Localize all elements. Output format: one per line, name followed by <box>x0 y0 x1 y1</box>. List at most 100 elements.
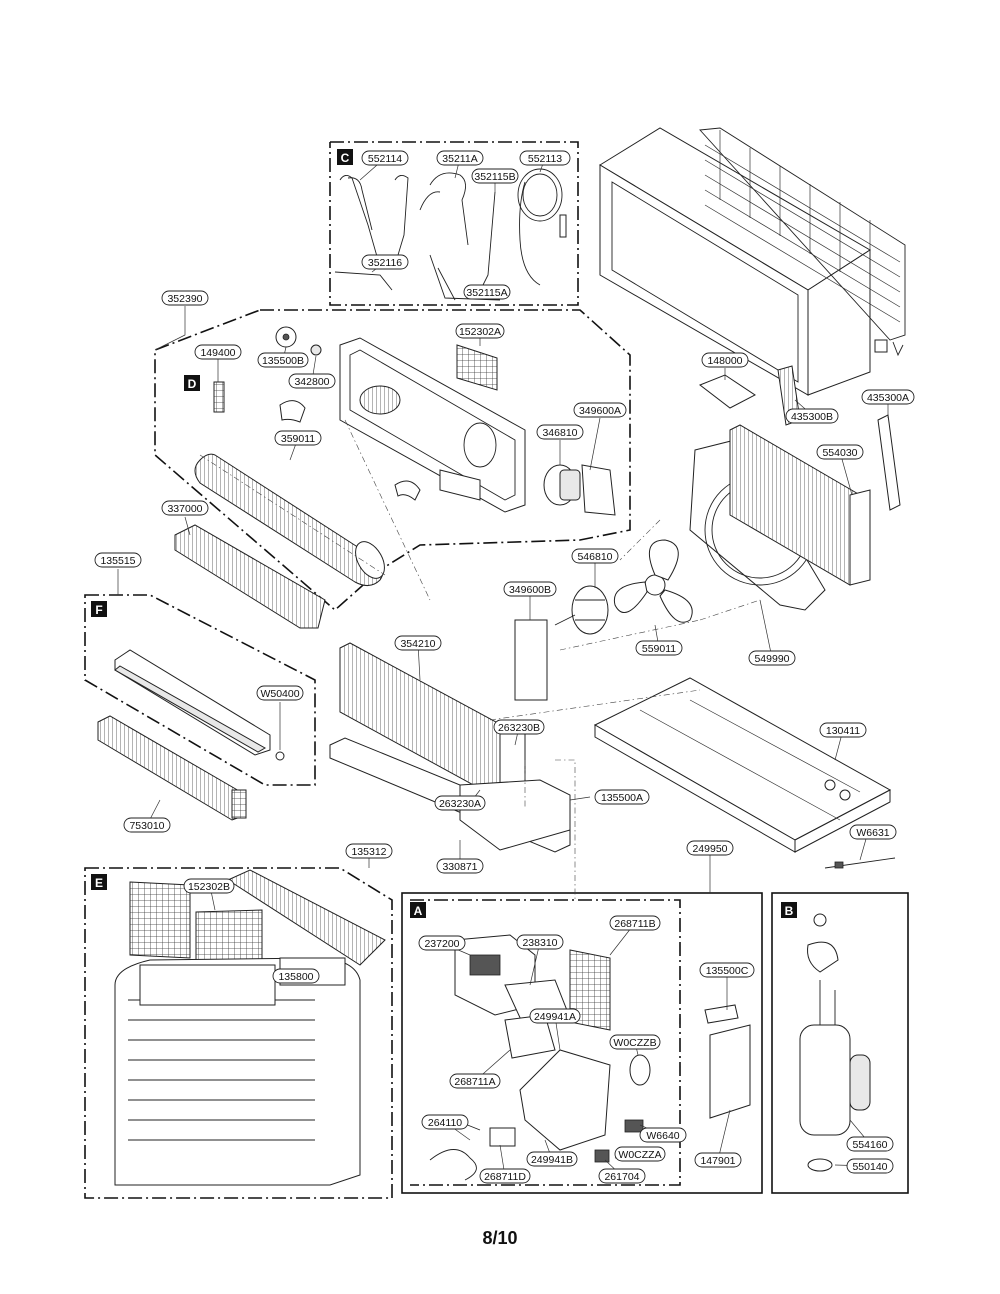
part-label-330871: 330871 <box>436 858 484 874</box>
part-label-342800: 342800 <box>288 373 336 389</box>
section-badge-a: A <box>410 902 426 918</box>
bracket-147901 <box>709 1024 751 1119</box>
part-label-268711b: 268711B <box>609 915 661 931</box>
part-label-549990: 549990 <box>748 650 796 666</box>
condenser-coil-554030 <box>729 424 871 586</box>
part-label-352115a: 352115A <box>463 284 511 300</box>
part-label-135500a: 135500A <box>594 789 650 805</box>
svg-text:550140: 550140 <box>852 1161 887 1173</box>
outer-cabinet <box>599 127 871 396</box>
part-label-559011: 559011 <box>635 640 683 656</box>
svg-text:E: E <box>95 876 103 890</box>
part-label-337000: 337000 <box>161 500 209 516</box>
svg-text:435300A: 435300A <box>867 392 909 404</box>
section-badge-c: C <box>337 149 353 165</box>
part-label-148000: 148000 <box>701 352 749 368</box>
svg-text:135312: 135312 <box>351 846 386 858</box>
svg-text:263230B: 263230B <box>498 722 540 734</box>
part-label-552114: 552114 <box>361 150 409 166</box>
svg-text:352115A: 352115A <box>466 287 507 299</box>
section-c-pipes <box>334 168 567 301</box>
plate-135500c <box>704 1004 739 1024</box>
svg-text:354210: 354210 <box>400 638 435 650</box>
base-pan-130411 <box>593 677 892 853</box>
section-e-parts <box>114 869 386 1186</box>
svg-text:B: B <box>785 904 794 918</box>
svg-text:346810: 346810 <box>542 427 577 439</box>
svg-text:35211A: 35211A <box>442 153 477 165</box>
section-a-frame <box>401 892 763 1194</box>
part-label-130411: 130411 <box>819 722 867 738</box>
fan-blade-559011 <box>613 539 693 623</box>
part-label-147901: 147901 <box>694 1152 742 1168</box>
part-label-149400: 149400 <box>194 344 242 360</box>
part-label-135500c: 135500C <box>699 962 755 978</box>
drain-pan-330871 <box>329 737 571 853</box>
part-label-352390: 352390 <box>161 290 209 306</box>
part-label-349600b: 349600B <box>503 581 557 597</box>
part-label-346810: 346810 <box>536 424 584 440</box>
svg-text:238310: 238310 <box>522 937 557 949</box>
part-label-268711a: 268711A <box>449 1073 501 1089</box>
part-label-w6640: W6640 <box>639 1127 687 1143</box>
svg-text:330871: 330871 <box>442 861 477 873</box>
svg-text:249941A: 249941A <box>534 1011 576 1023</box>
part-label-349600a: 349600A <box>573 402 627 418</box>
svg-text:W6631: W6631 <box>856 827 889 839</box>
svg-text:546810: 546810 <box>577 551 612 563</box>
section-badge-d: D <box>184 375 200 391</box>
part-label-237200: 237200 <box>418 935 466 951</box>
part-label-263230a: 263230A <box>434 795 486 811</box>
svg-text:135515: 135515 <box>100 555 135 567</box>
svg-text:263230A: 263230A <box>439 798 481 810</box>
svg-text:352390: 352390 <box>167 293 202 305</box>
svg-text:552113: 552113 <box>528 153 562 165</box>
inlet-grille-152302a <box>456 344 498 391</box>
section-badge-e: E <box>91 874 107 890</box>
part-label-554030: 554030 <box>816 444 864 460</box>
svg-text:352116: 352116 <box>368 257 402 269</box>
svg-text:237200: 237200 <box>424 938 459 950</box>
svg-text:268711A: 268711A <box>454 1076 495 1088</box>
part-label-435300b: 435300B <box>785 408 839 424</box>
part-label-552113: 552113 <box>519 150 571 166</box>
page-number: 8/10 <box>482 1228 518 1248</box>
svg-text:D: D <box>188 377 197 391</box>
svg-text:552114: 552114 <box>368 153 402 165</box>
svg-text:W6640: W6640 <box>646 1130 679 1142</box>
part-label-135515: 135515 <box>94 552 142 568</box>
svg-text:753010: 753010 <box>129 820 164 832</box>
part-label-249941a: 249941A <box>529 1008 581 1024</box>
section-badge-f: F <box>91 601 107 617</box>
section-b-frame <box>771 892 909 1194</box>
section-e-frame <box>84 867 393 1199</box>
svg-text:554160: 554160 <box>852 1139 887 1151</box>
svg-text:C: C <box>341 151 350 165</box>
svg-text:559011: 559011 <box>642 643 676 655</box>
svg-text:554030: 554030 <box>822 447 857 459</box>
bracket-148000-435300b <box>698 365 801 426</box>
part-label-249941b: 249941B <box>526 1151 578 1167</box>
part-label-w0czza: W0CZZA <box>614 1146 666 1162</box>
part-label-435300a: 435300A <box>861 389 915 405</box>
part-label-152302a: 152302A <box>455 323 505 339</box>
part-label-354210: 354210 <box>394 635 442 651</box>
leader-lines <box>117 157 889 1177</box>
section-c-frame <box>329 141 579 306</box>
svg-text:349600B: 349600B <box>509 584 551 596</box>
part-label-261704: 261704 <box>598 1168 646 1184</box>
svg-text:435300B: 435300B <box>791 411 833 423</box>
blower-wheel-359011 <box>194 453 385 586</box>
section-d-frame <box>154 309 631 612</box>
svg-text:268711B: 268711B <box>614 918 655 930</box>
part-label-135312: 135312 <box>345 843 393 859</box>
part-label-135800: 135800 <box>272 968 320 984</box>
svg-text:352115B: 352115B <box>474 171 515 183</box>
bracket-435300a <box>877 414 901 511</box>
section-b-compressor <box>799 913 871 1172</box>
rear-grille <box>699 127 906 341</box>
part-label-w50400: W50400 <box>256 685 304 701</box>
wire-w6631 <box>824 857 896 869</box>
part-label-546810: 546810 <box>571 548 619 564</box>
svg-text:135800: 135800 <box>278 971 313 983</box>
